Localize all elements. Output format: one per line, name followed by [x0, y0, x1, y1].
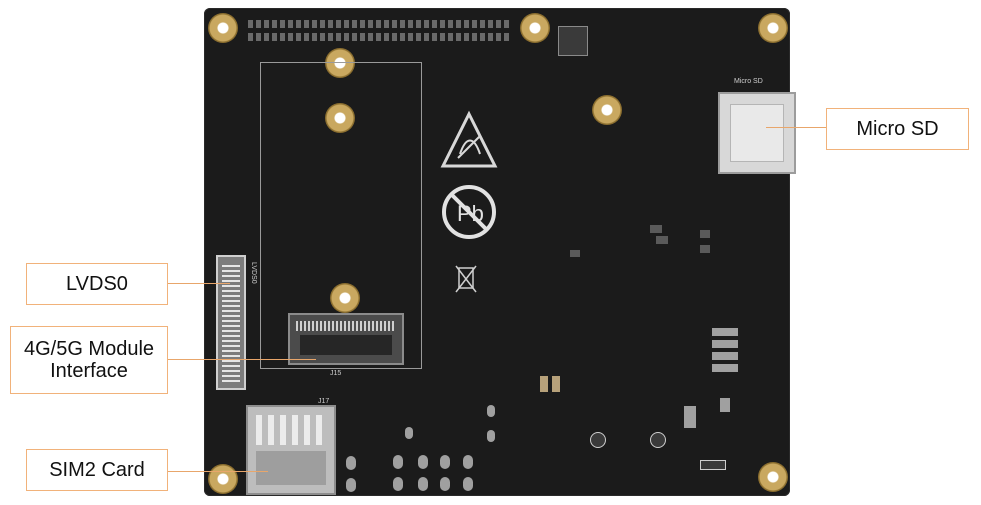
component	[650, 225, 662, 233]
gpio-header-pins-row2	[248, 33, 509, 43]
mount-hole-top-mid	[520, 13, 550, 43]
component	[700, 230, 710, 238]
lvds0-fpc-connector	[216, 255, 246, 390]
capacitor	[552, 376, 560, 392]
label-micro-sd: Micro SD	[826, 108, 969, 150]
mount-hole-mid	[592, 95, 622, 125]
label-module-line2: Interface	[50, 360, 128, 382]
component	[570, 250, 580, 257]
inductor	[712, 328, 738, 336]
label-sim2: SIM2 Card	[26, 449, 168, 491]
round-pad	[590, 432, 606, 448]
usb-port	[700, 460, 726, 470]
m2-module-slot	[288, 313, 404, 365]
through-hole	[346, 456, 356, 470]
mount-hole-m2-1	[325, 48, 355, 78]
through-hole	[440, 455, 450, 469]
label-4g5g-module: 4G/5G Module Interface	[10, 326, 168, 394]
through-hole	[393, 455, 403, 469]
mount-hole-bottom-left	[208, 464, 238, 494]
silk-j17: J17	[318, 398, 330, 405]
silk-lvds0: LVDS0	[250, 262, 257, 284]
mount-hole-m2-2	[325, 103, 355, 133]
micro-sd-slot	[718, 92, 796, 174]
through-hole	[463, 455, 473, 469]
leader-micro-sd	[766, 127, 826, 128]
through-hole	[418, 477, 428, 491]
mount-hole-bottom-right	[758, 462, 788, 492]
leader-sim2	[168, 471, 268, 472]
inductor	[712, 352, 738, 360]
through-hole	[487, 405, 495, 417]
mount-hole-m2-3	[330, 283, 360, 313]
through-hole	[487, 430, 495, 442]
inductor	[712, 364, 738, 372]
through-hole	[405, 427, 413, 439]
capacitor	[684, 406, 696, 428]
component	[700, 245, 710, 253]
mount-hole-top-right	[758, 13, 788, 43]
round-pad	[650, 432, 666, 448]
through-hole	[393, 477, 403, 491]
through-hole	[463, 477, 473, 491]
capacitor	[540, 376, 548, 392]
label-sim2-text: SIM2 Card	[49, 459, 145, 481]
component	[656, 236, 668, 244]
svg-text:Pb: Pb	[457, 201, 484, 226]
silk-micro-sd: Micro SD	[734, 78, 763, 85]
silk-j15: J15	[330, 370, 342, 377]
mount-hole-top-left	[208, 13, 238, 43]
module-outline	[260, 62, 422, 369]
leader-module	[168, 359, 316, 360]
lead-free-icon: Pb	[442, 185, 496, 239]
leader-lvds0	[168, 283, 230, 284]
through-hole	[418, 455, 428, 469]
ic-chip	[558, 26, 588, 56]
inductor	[712, 340, 738, 348]
label-lvds0-text: LVDS0	[66, 273, 128, 295]
through-hole	[440, 477, 450, 491]
label-lvds0: LVDS0	[26, 263, 168, 305]
through-hole	[346, 478, 356, 492]
label-module-line1: 4G/5G Module	[23, 338, 155, 360]
weee-bin-icon	[455, 265, 477, 293]
capacitor	[720, 398, 730, 412]
label-micro-sd-text: Micro SD	[856, 118, 939, 140]
esd-warning-icon	[440, 110, 498, 168]
sim2-card-slot	[246, 405, 336, 495]
gpio-header-pins	[248, 20, 509, 30]
